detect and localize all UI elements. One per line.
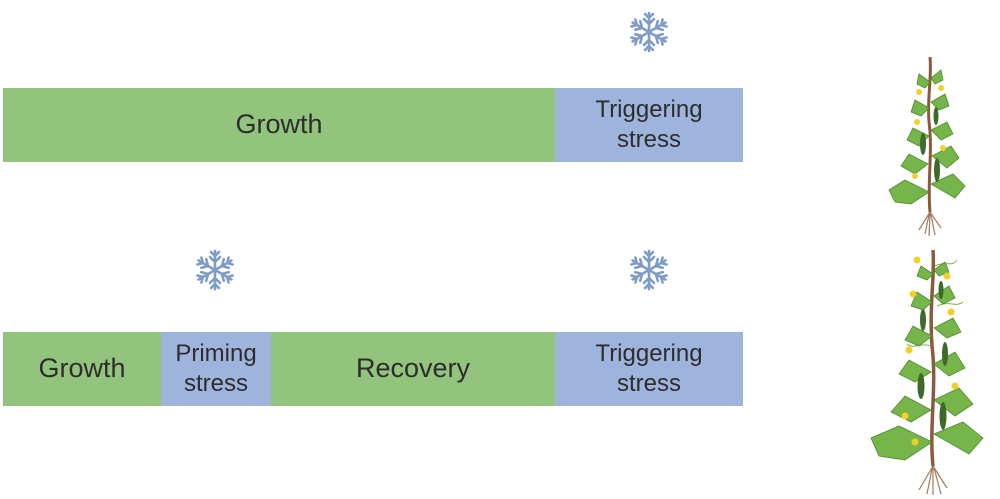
segment-label-line2: stress [183, 370, 248, 397]
segment-label: Growth [235, 109, 323, 140]
snowflake-icon [196, 249, 234, 291]
timeline-primed-stress: Growth Priming stress Recovery Triggerin… [3, 332, 743, 406]
segment-label: Growth [38, 353, 126, 384]
segment-growth: Growth [3, 332, 161, 406]
segment-triggering-stress: Triggering stress [555, 88, 743, 162]
segment-label-line1: Triggering [595, 340, 703, 367]
snowflake-icon [630, 249, 668, 291]
timeline-single-stress: Growth Triggering stress [3, 88, 743, 162]
segment-label-line1: Triggering [595, 96, 703, 123]
segment-label-line1: Priming [175, 340, 257, 367]
segment-priming-stress: Priming stress [161, 332, 271, 406]
segment-recovery: Recovery [271, 332, 555, 406]
snowflake-icon [630, 11, 668, 53]
segment-growth: Growth [3, 88, 555, 162]
segment-label-line2: stress [616, 126, 681, 153]
cucumber-plant-icon [870, 249, 984, 495]
segment-label-line2: stress [616, 370, 681, 397]
segment-triggering-stress: Triggering stress [555, 332, 743, 406]
cucumber-plant-icon [888, 56, 966, 237]
segment-label: Recovery [355, 353, 471, 384]
